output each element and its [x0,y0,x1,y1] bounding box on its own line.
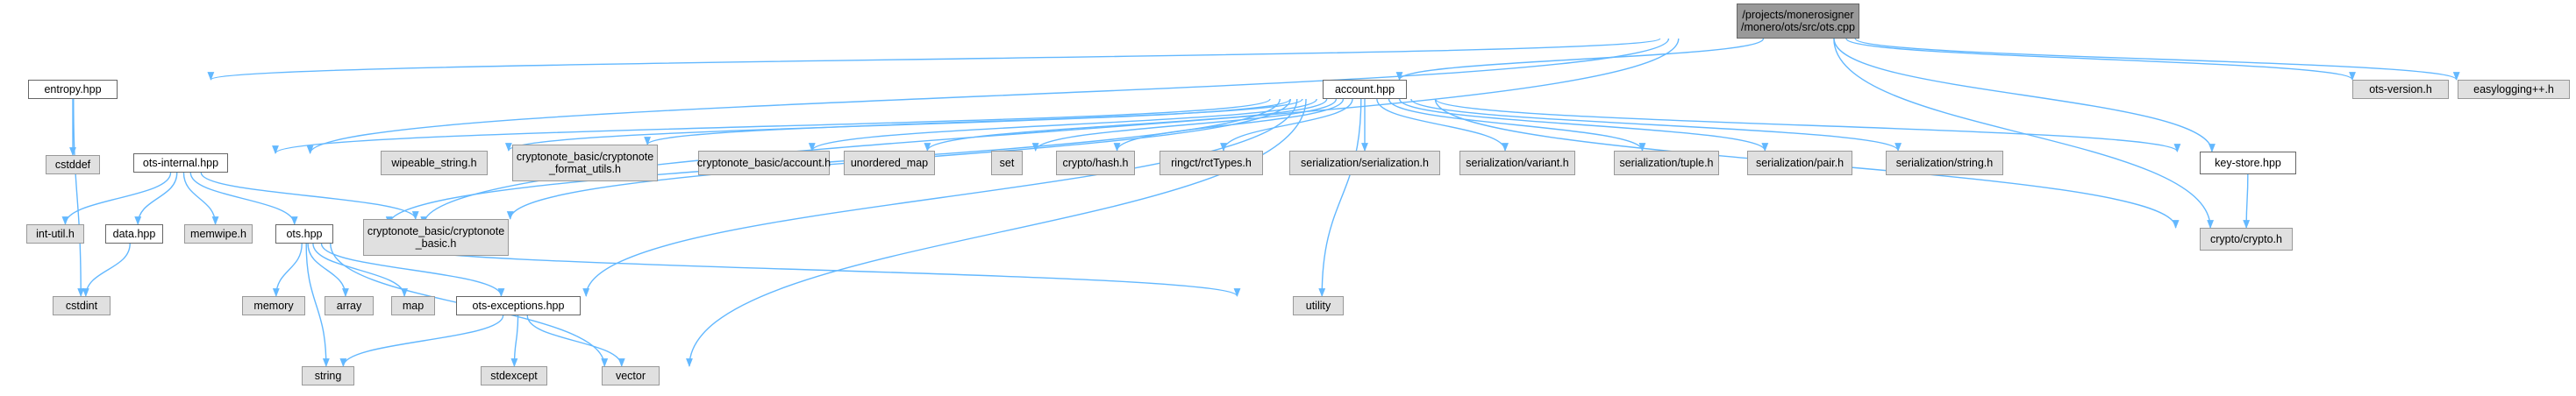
edge-ots_exceptions-to-string [339,315,504,367]
node-ser-variant[interactable]: serialization/variant.h [1459,151,1575,175]
node-ots-exceptions[interactable]: ots-exceptions.hpp [456,296,581,315]
edge-account-to-rctTypes [1220,98,1353,152]
edge-account-to-cn_format_utils [644,98,1303,145]
edge-account-to-ots_internal [272,98,1271,154]
node-key-store[interactable]: key-store.hpp [2200,152,2296,174]
edge-account-to-ser_tuple [1388,98,1646,152]
edge-ots_cpp-to-easylogging [1854,38,2460,81]
edge-account-to-cn_account [809,98,1317,152]
edge-ots_cpp-to-ots_hpp [420,38,1680,225]
node-cstdint[interactable]: cstdint [53,296,111,315]
node-cn-basic[interactable]: cryptonote_basic/cryptonote _basic.h [363,219,509,256]
node-wipeable-string[interactable]: wipeable_string.h [381,151,488,175]
node-ots-internal[interactable]: ots-internal.hpp [133,153,228,173]
node-crypto-hash[interactable]: crypto/hash.h [1056,151,1135,175]
edge-ots_cpp-to-ots_internal [306,38,1670,154]
edge-key_store-to-crypto_crypto [2243,173,2251,229]
edge-ots_cpp-to-key_store [1833,38,2216,152]
edge-ots_cpp-to-ots_version [1845,38,2356,81]
node-ots-cpp[interactable]: /projects/monerosigner /monero/ots/src/o… [1737,4,1859,39]
edge-ots_internal-to-memwipe [182,172,219,225]
edge-ots_internal-to-ots_hpp [189,172,298,225]
node-utility[interactable]: utility [1293,296,1344,315]
node-cn-account[interactable]: cryptonote_basic/account.h [697,151,831,175]
node-array[interactable]: array [325,296,374,315]
node-cn-format-utils[interactable]: cryptonote_basic/cryptonote _format_util… [512,145,658,181]
edge-account-to-vector [686,98,1307,367]
edge-account-to-ots_exceptions [582,98,1298,297]
edge-entropy-to-cstdint [73,98,85,297]
edge-ots_hpp-to-map [312,243,408,297]
edge-account-to-key_store [1434,98,2181,152]
edge-ots_hpp-to-memory [272,243,303,297]
node-ser-tuple[interactable]: serialization/tuple.h [1614,151,1719,175]
edge-ots_internal-to-int_util [61,172,172,225]
edge-ots_hpp-to-ots_exceptions [320,243,505,297]
node-ots-version[interactable]: ots-version.h [2352,80,2449,99]
node-ser-pair[interactable]: serialization/pair.h [1747,151,1852,175]
node-ser-string[interactable]: serialization/string.h [1886,151,2003,175]
edge-ots_hpp-to-array [307,243,349,297]
edge-ots_hpp-to-string [305,243,330,367]
edge-account-to-unordered_map [924,98,1328,152]
edge-ots_exceptions-to-vector [526,315,625,367]
edge-ots_internal-to-data_hpp [134,172,178,225]
node-data-hpp[interactable]: data.hpp [105,224,163,244]
edge-ots_exceptions-to-stdexcept [510,315,519,367]
edge-ots_hpp-to-utility [384,243,1241,297]
node-entropy[interactable]: entropy.hpp [28,80,118,99]
node-memory[interactable]: memory [242,296,305,315]
node-account[interactable]: account.hpp [1323,80,1407,99]
edge-account-to-utility [1318,98,1362,297]
node-unordered-map[interactable]: unordered_map [844,151,935,175]
node-int-util[interactable]: int-util.h [26,224,84,244]
node-rctTypes[interactable]: ringct/rctTypes.h [1160,151,1263,175]
edge-data_hpp-to-cstdint [82,243,131,297]
node-easylogging[interactable]: easylogging++.h [2458,80,2570,99]
edge-ots_cpp-to-entropy [208,38,1661,81]
node-string[interactable]: string [302,366,354,385]
node-vector[interactable]: vector [602,366,660,385]
node-cstddef[interactable]: cstddef [46,155,100,174]
node-set[interactable]: set [991,151,1023,175]
node-map[interactable]: map [391,296,435,315]
edge-ots_internal-to-cn_basic [200,172,419,220]
edge-account-to-ser_variant [1376,98,1509,152]
edge-account-to-set [1031,98,1338,152]
edge-account-to-ser_string [1410,98,1902,152]
edge-ots_cpp-to-account [1395,38,1765,81]
edge-ots_cpp-to-crypto_crypto [1833,38,2215,229]
edge-account-to-ots_hpp [385,98,1281,225]
node-stdexcept[interactable]: stdexcept [481,366,547,385]
node-ser-serialization[interactable]: serialization/serialization.h [1289,151,1440,175]
edge-account-to-ser_pair [1398,98,1769,152]
node-ots-hpp[interactable]: ots.hpp [275,224,333,244]
node-memwipe[interactable]: memwipe.h [184,224,253,244]
node-crypto-crypto[interactable]: crypto/crypto.h [2200,228,2293,251]
